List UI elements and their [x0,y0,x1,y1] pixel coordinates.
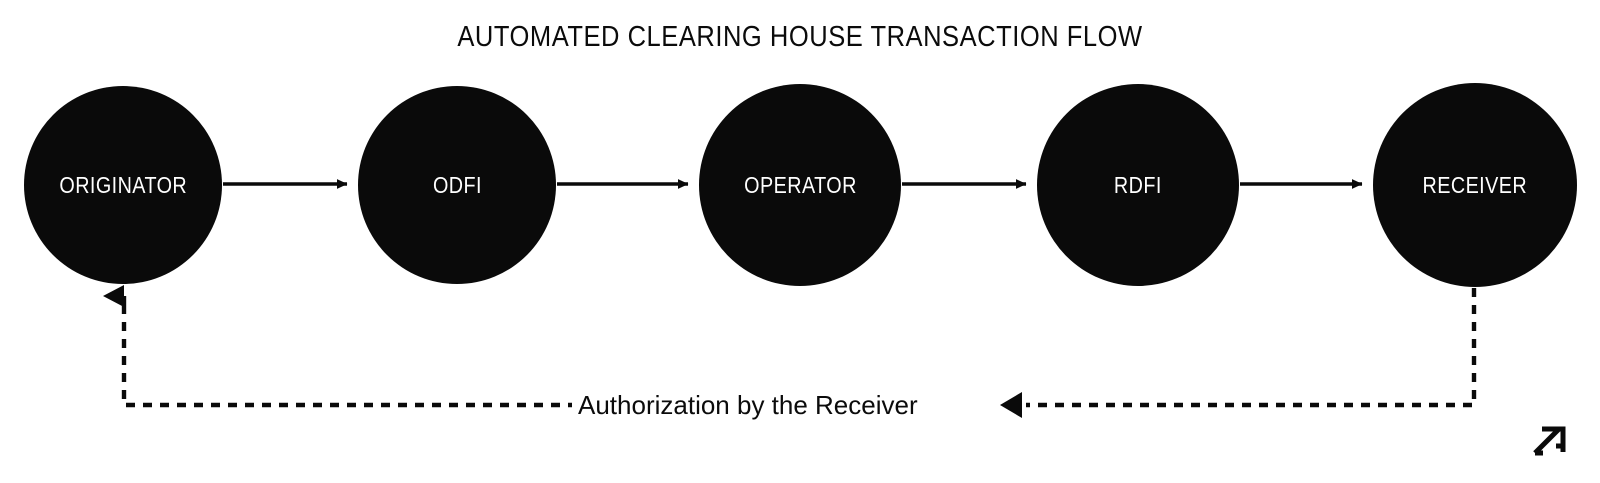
node-rdfi[interactable]: RDFI [1037,84,1239,286]
feedback-arrowhead-left [1000,392,1022,418]
node-receiver[interactable]: RECEIVER [1373,83,1577,287]
feedback-path-right-segment [1026,288,1477,408]
feedback-path-left-segment [121,312,577,408]
feedback-edge-label: Authorization by the Receiver [572,392,924,418]
node-label-operator: OPERATOR [743,171,857,198]
node-label-rdfi: RDFI [1114,171,1162,198]
node-label-receiver: RECEIVER [1422,171,1528,198]
page-title: AUTOMATED CLEARING HOUSE TRANSACTION FLO… [457,21,1143,53]
diagonal-arrow-logo [1533,426,1566,456]
node-originator[interactable]: ORIGINATOR [24,86,222,284]
node-label-odfi: ODFI [432,171,482,198]
node-operator[interactable]: OPERATOR [699,84,901,286]
node-label-originator: ORIGINATOR [59,171,187,198]
node-odfi[interactable]: ODFI [358,86,556,284]
